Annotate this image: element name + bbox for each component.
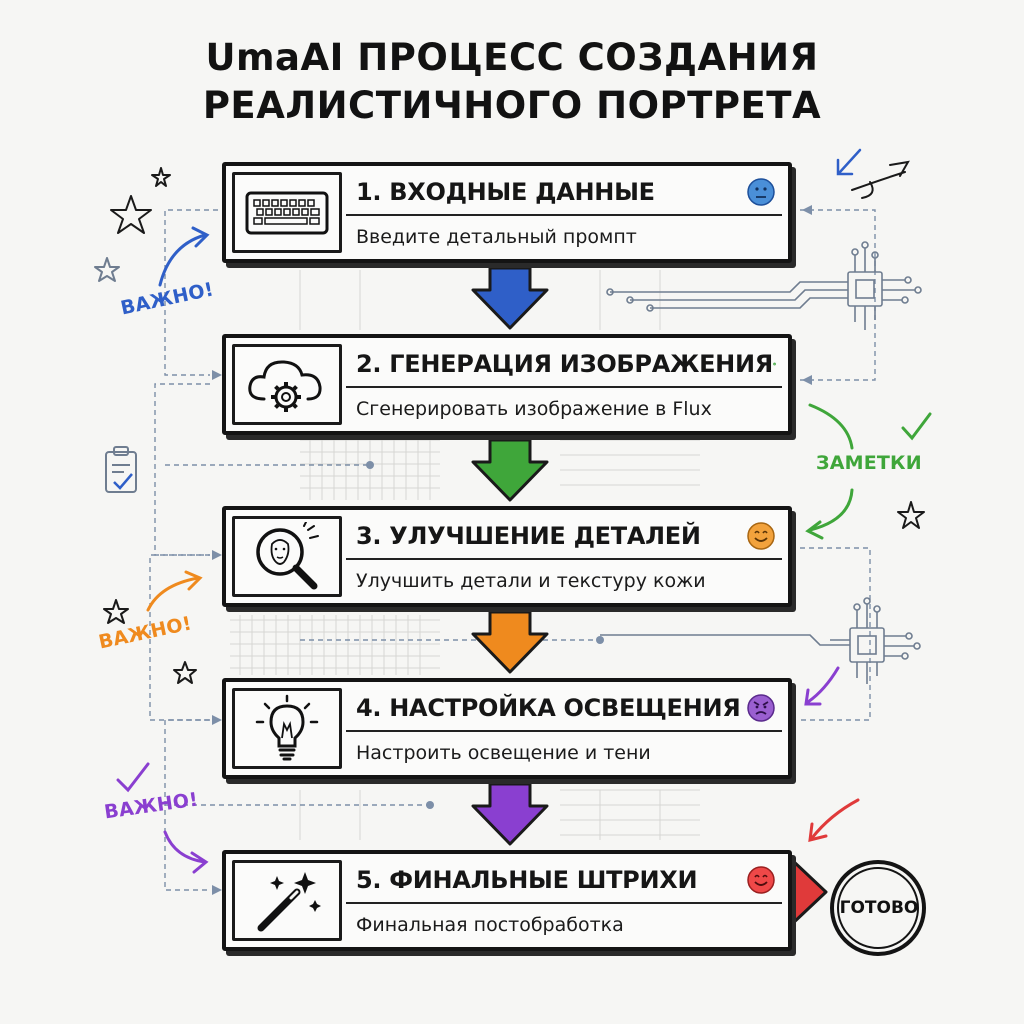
red-note-arrow bbox=[808, 798, 860, 842]
circuit-chip-icon-2 bbox=[600, 597, 921, 684]
clipboard-icon bbox=[105, 446, 137, 493]
step-card-1: 1. ВХОДНЫЕ ДАННЫЕ Введите детальный пром… bbox=[222, 162, 792, 263]
flow-arrow-4 bbox=[471, 782, 549, 846]
step-header: 1. ВХОДНЫЕ ДАННЫЕ bbox=[346, 170, 782, 216]
smile-face-icon bbox=[747, 866, 775, 894]
flow-arrow-3 bbox=[471, 610, 549, 674]
blue-corner-doodle bbox=[836, 148, 862, 176]
step-description: Улучшить детали и текстуру кожи bbox=[356, 570, 706, 592]
cloud-gear-icon bbox=[248, 359, 322, 412]
step-icon-box bbox=[232, 172, 342, 253]
circuit-chip-icon bbox=[606, 241, 922, 330]
step-title: 4. НАСТРОЙКА ОСВЕЩЕНИЯ bbox=[356, 694, 741, 722]
step-card-4: 4. НАСТРОЙКА ОСВЕЩЕНИЯ Настроить освещен… bbox=[222, 678, 792, 779]
step-title: 1. ВХОДНЫЕ ДАННЫЕ bbox=[356, 178, 655, 206]
step-description: Сгенерировать изображение в Flux bbox=[356, 398, 712, 420]
step-header: 5. ФИНАЛЬНЫЕ ШТРИХИ bbox=[346, 858, 782, 904]
flow-arrow-2 bbox=[471, 438, 549, 502]
page-title-line-2: РЕАЛИСТИЧНОГО ПОРТРЕТА bbox=[202, 84, 822, 127]
left-connector-arrowheads bbox=[212, 370, 604, 895]
smile-face-icon bbox=[747, 522, 775, 550]
step-description: Введите детальный промпт bbox=[356, 226, 637, 248]
step-card-3: 3. УЛУЧШЕНИЕ ДЕТАЛЕЙ Улучшить детали и т… bbox=[222, 506, 792, 607]
right-connector-arrowheads bbox=[802, 205, 812, 385]
notes-label: ЗАМЕТКИ bbox=[816, 452, 922, 474]
ink-corner-doodle bbox=[851, 160, 910, 199]
step-icon-box bbox=[232, 860, 342, 941]
star-decorations bbox=[94, 167, 925, 684]
smile-face-icon bbox=[773, 362, 776, 366]
page-title-line-1: UmaAI ПРОЦЕСС СОЗДАНИЯ bbox=[205, 36, 819, 79]
step-icon-box bbox=[232, 344, 342, 425]
done-stamp bbox=[830, 860, 926, 956]
magnifier-face-icon bbox=[256, 521, 319, 589]
step-header: 4. НАСТРОЙКА ОСВЕЩЕНИЯ bbox=[346, 686, 782, 732]
star-icon bbox=[110, 195, 152, 234]
star-icon bbox=[94, 257, 120, 282]
neutral-face-icon bbox=[747, 178, 775, 206]
step-title: 3. УЛУЧШЕНИЕ ДЕТАЛЕЙ bbox=[356, 522, 701, 550]
step-card-2: 2. ГЕНЕРАЦИЯ ИЗОБРАЖЕНИЯ Сгенерировать и… bbox=[222, 334, 792, 435]
orange-note-arrow bbox=[146, 570, 203, 612]
green-note-arrows bbox=[805, 403, 932, 540]
done-label: ГОТОВО bbox=[839, 898, 919, 918]
step-description: Финальная постобработка bbox=[356, 914, 624, 936]
star-icon bbox=[151, 167, 171, 187]
right-dashed-connectors bbox=[800, 209, 876, 721]
step-icon-box bbox=[232, 688, 342, 769]
flow-arrows bbox=[471, 266, 549, 846]
step-header: 2. ГЕНЕРАЦИЯ ИЗОБРАЖЕНИЯ bbox=[346, 342, 782, 388]
step-card-5: 5. ФИНАЛЬНЫЕ ШТРИХИ Финальная постобрабо… bbox=[222, 850, 792, 951]
step-title: 5. ФИНАЛЬНЫЕ ШТРИХИ bbox=[356, 866, 698, 894]
step-header: 3. УЛУЧШЕНИЕ ДЕТАЛЕЙ bbox=[346, 514, 782, 560]
magic-wand-icon bbox=[257, 871, 321, 931]
star-icon bbox=[897, 501, 925, 529]
flow-arrow-1 bbox=[471, 266, 549, 330]
step-icon-box bbox=[232, 516, 342, 597]
purple-note-arrow bbox=[116, 762, 209, 874]
lightbulb-icon bbox=[255, 694, 319, 760]
star-icon bbox=[173, 661, 197, 684]
keyboard-icon bbox=[245, 191, 329, 234]
left-dashed-connectors bbox=[149, 209, 600, 891]
blue-note-arrow bbox=[158, 226, 210, 287]
purple-side-arrow bbox=[804, 666, 840, 706]
background-grid bbox=[230, 270, 700, 840]
step-title: 2. ГЕНЕРАЦИЯ ИЗОБРАЖЕНИЯ bbox=[356, 350, 773, 378]
star-icon bbox=[103, 599, 129, 624]
angry-face-icon bbox=[747, 694, 775, 722]
step-description: Настроить освещение и тени bbox=[356, 742, 651, 764]
